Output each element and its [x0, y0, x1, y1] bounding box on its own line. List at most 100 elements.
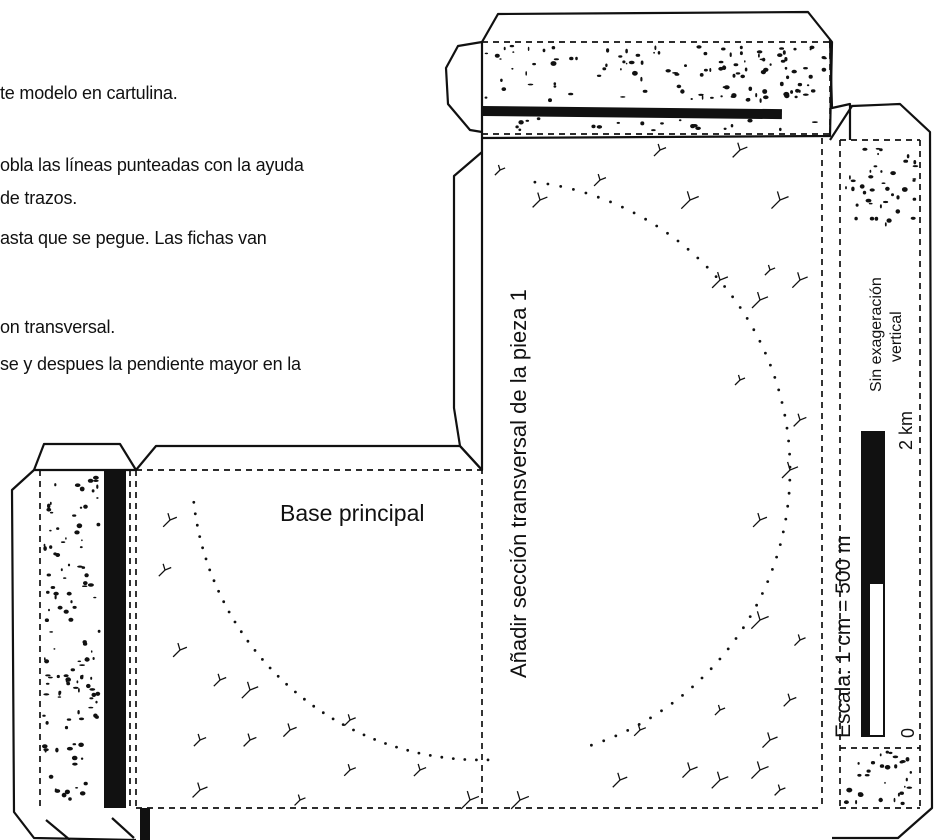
- gravel-speck: [72, 605, 77, 609]
- surface-mark: [633, 723, 647, 737]
- gravel-speck: [48, 608, 50, 612]
- gravel-speck: [857, 762, 860, 765]
- surface-mark: [791, 272, 808, 289]
- contour-dot: [268, 666, 272, 670]
- gravel-speck: [779, 47, 785, 50]
- contour-dot: [644, 217, 647, 221]
- surface-mark: [294, 794, 306, 806]
- gravel-speck: [618, 55, 623, 58]
- contour-dot: [786, 504, 790, 508]
- gravel-speck: [912, 178, 917, 180]
- surface-mark: [494, 164, 506, 176]
- gravel-speck: [722, 86, 727, 89]
- contour-dot: [590, 743, 593, 747]
- gravel-speck: [79, 506, 83, 509]
- gravel-speck: [596, 125, 603, 129]
- gravel-speck: [880, 170, 883, 173]
- gravel-speck: [56, 674, 60, 679]
- gravel-speck: [762, 89, 768, 94]
- surface-mark: [794, 634, 806, 646]
- gravel-speck: [620, 68, 622, 71]
- gravel-speck: [795, 88, 800, 93]
- gravel-speck: [718, 60, 724, 64]
- gravel-speck: [769, 63, 772, 66]
- gravel-speck: [45, 721, 49, 725]
- gravel-speck: [91, 489, 95, 493]
- instruction-line-5: on transversal.: [0, 317, 116, 337]
- gravel-speck: [605, 63, 608, 68]
- surface-mark: [771, 191, 789, 209]
- gravel-speck: [53, 591, 59, 596]
- gravel-speck: [642, 89, 648, 93]
- gravel-speck: [892, 755, 899, 759]
- instruction-line-4: asta que se pegue. Las fichas van: [0, 228, 267, 248]
- contour-dot: [559, 185, 563, 188]
- gravel-speck: [625, 62, 628, 65]
- surface-mark: [162, 512, 178, 528]
- gravel-speck: [857, 773, 862, 777]
- gravel-speck: [901, 187, 908, 192]
- gravel-speck: [90, 676, 93, 680]
- gravel-speck: [532, 62, 536, 66]
- contour-dot: [787, 439, 790, 443]
- gravel-speck: [62, 577, 67, 579]
- gravel-speck: [628, 60, 635, 65]
- gravel-speck: [821, 56, 826, 59]
- gravel-speck: [640, 76, 643, 82]
- gravel-speck: [596, 74, 602, 78]
- gravel-speck: [87, 583, 94, 587]
- gravel-speck: [93, 475, 99, 480]
- contour-dot: [788, 478, 792, 482]
- gravel-speck: [625, 48, 628, 54]
- contour-dot: [718, 657, 722, 661]
- gravel-speck: [720, 95, 723, 98]
- gravel-speck: [855, 800, 858, 805]
- gravel-speck: [74, 483, 81, 488]
- gravel-speck: [744, 60, 746, 63]
- right-flap-outline: [829, 102, 934, 840]
- gravel-speck: [76, 523, 83, 529]
- gravel-speck: [93, 479, 99, 482]
- gravel-speck: [49, 511, 54, 514]
- contour-dot: [533, 180, 537, 184]
- contour-dot: [705, 265, 709, 269]
- gravel-speck: [657, 51, 661, 55]
- gravel-speck: [63, 609, 69, 614]
- gravel-speck: [70, 600, 73, 604]
- gravel-speck: [57, 696, 62, 698]
- vertical-note-line1: Sin exageración: [868, 277, 885, 392]
- gravel-speck: [43, 748, 49, 752]
- gravel-speck: [884, 222, 887, 227]
- gravel-speck: [747, 118, 753, 123]
- gravel-speck: [849, 175, 851, 180]
- gravel-speck: [93, 596, 97, 599]
- gravel-speck: [879, 764, 885, 768]
- gravel-speck: [690, 124, 696, 129]
- gravel-speck: [777, 53, 783, 57]
- gravel-speck: [551, 46, 556, 50]
- gravel-speck: [66, 591, 72, 596]
- gravel-speck: [879, 204, 882, 209]
- main-panel-outline: [452, 138, 484, 472]
- gravel-speck: [542, 48, 546, 53]
- surface-mark: [781, 461, 799, 479]
- gravel-speck: [739, 45, 743, 50]
- gravel-speck: [884, 781, 886, 784]
- gravel-speck: [82, 640, 87, 644]
- gravel-speck: [82, 585, 88, 587]
- gravel-speck: [870, 761, 876, 765]
- gravel-speck: [760, 70, 767, 75]
- contour-dot: [352, 728, 355, 732]
- gravel-speck: [50, 586, 56, 589]
- contour-dot: [773, 376, 777, 379]
- gravel-speck: [885, 750, 889, 754]
- gravel-speck: [653, 51, 655, 54]
- surface-mark: [714, 704, 726, 716]
- contour-dot: [362, 733, 366, 737]
- contour-dot: [222, 600, 226, 604]
- contour-dot: [696, 256, 700, 260]
- gravel-speck: [54, 788, 57, 791]
- gravel-speck: [733, 63, 739, 67]
- gravel-speck: [66, 681, 71, 686]
